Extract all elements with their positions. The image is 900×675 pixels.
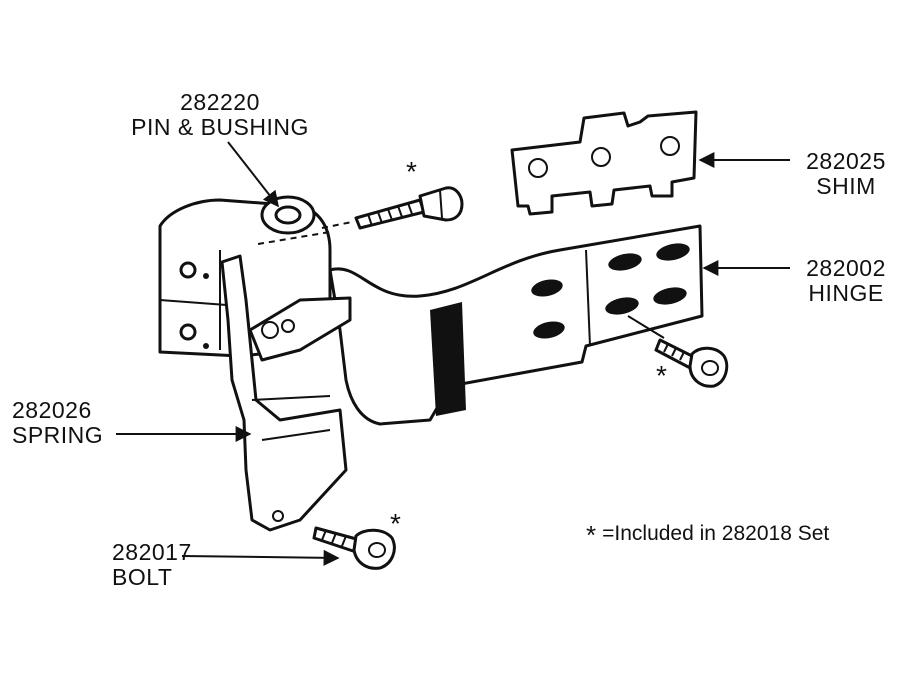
pin-bushing-part-number: 282220	[180, 89, 260, 115]
spring-part-number: 282026	[12, 397, 92, 423]
shim-callout: 282025 SHIM	[796, 149, 896, 199]
right-bolt	[654, 338, 729, 388]
bolt-callout: 282017 BOLT	[112, 540, 192, 590]
set-note-symbol: *	[586, 520, 597, 550]
pin-bushing-leader	[227, 141, 279, 208]
shim-part-number: 282025	[806, 148, 886, 174]
bottom-bolt	[312, 526, 396, 570]
spring-part	[220, 254, 352, 532]
bolt-leader	[181, 549, 340, 566]
hinge-part-name: HINGE	[808, 280, 884, 306]
top-bolt	[354, 186, 464, 230]
spring-part-name: SPRING	[12, 422, 104, 448]
bottom-bolt-asterisk: *	[390, 508, 401, 539]
pin-bushing-part	[260, 195, 316, 235]
hinge-hole-leader	[627, 315, 665, 339]
pin-bushing-callout: 282220 PIN & BUSHING	[120, 90, 320, 140]
hinge-strap	[328, 224, 704, 426]
bolt-part-name: BOLT	[112, 564, 173, 590]
leader-lines	[116, 141, 790, 566]
top-bolt-asterisk: *	[406, 156, 417, 187]
shim-part-name: SHIM	[816, 173, 876, 199]
pin-bushing-part-name: PIN & BUSHING	[131, 114, 309, 140]
hinge-callout: 282002 HINGE	[796, 256, 896, 306]
bolt-part-number: 282017	[112, 539, 192, 565]
set-note-text: =Included in 282018 Set	[602, 522, 830, 545]
set-note: *=Included in 282018 Set	[586, 516, 830, 550]
right-bolt-asterisk: *	[656, 360, 667, 391]
hinge-part-number: 282002	[806, 255, 886, 281]
shim-plate	[510, 110, 698, 216]
spring-callout: 282026 SPRING	[12, 398, 103, 448]
